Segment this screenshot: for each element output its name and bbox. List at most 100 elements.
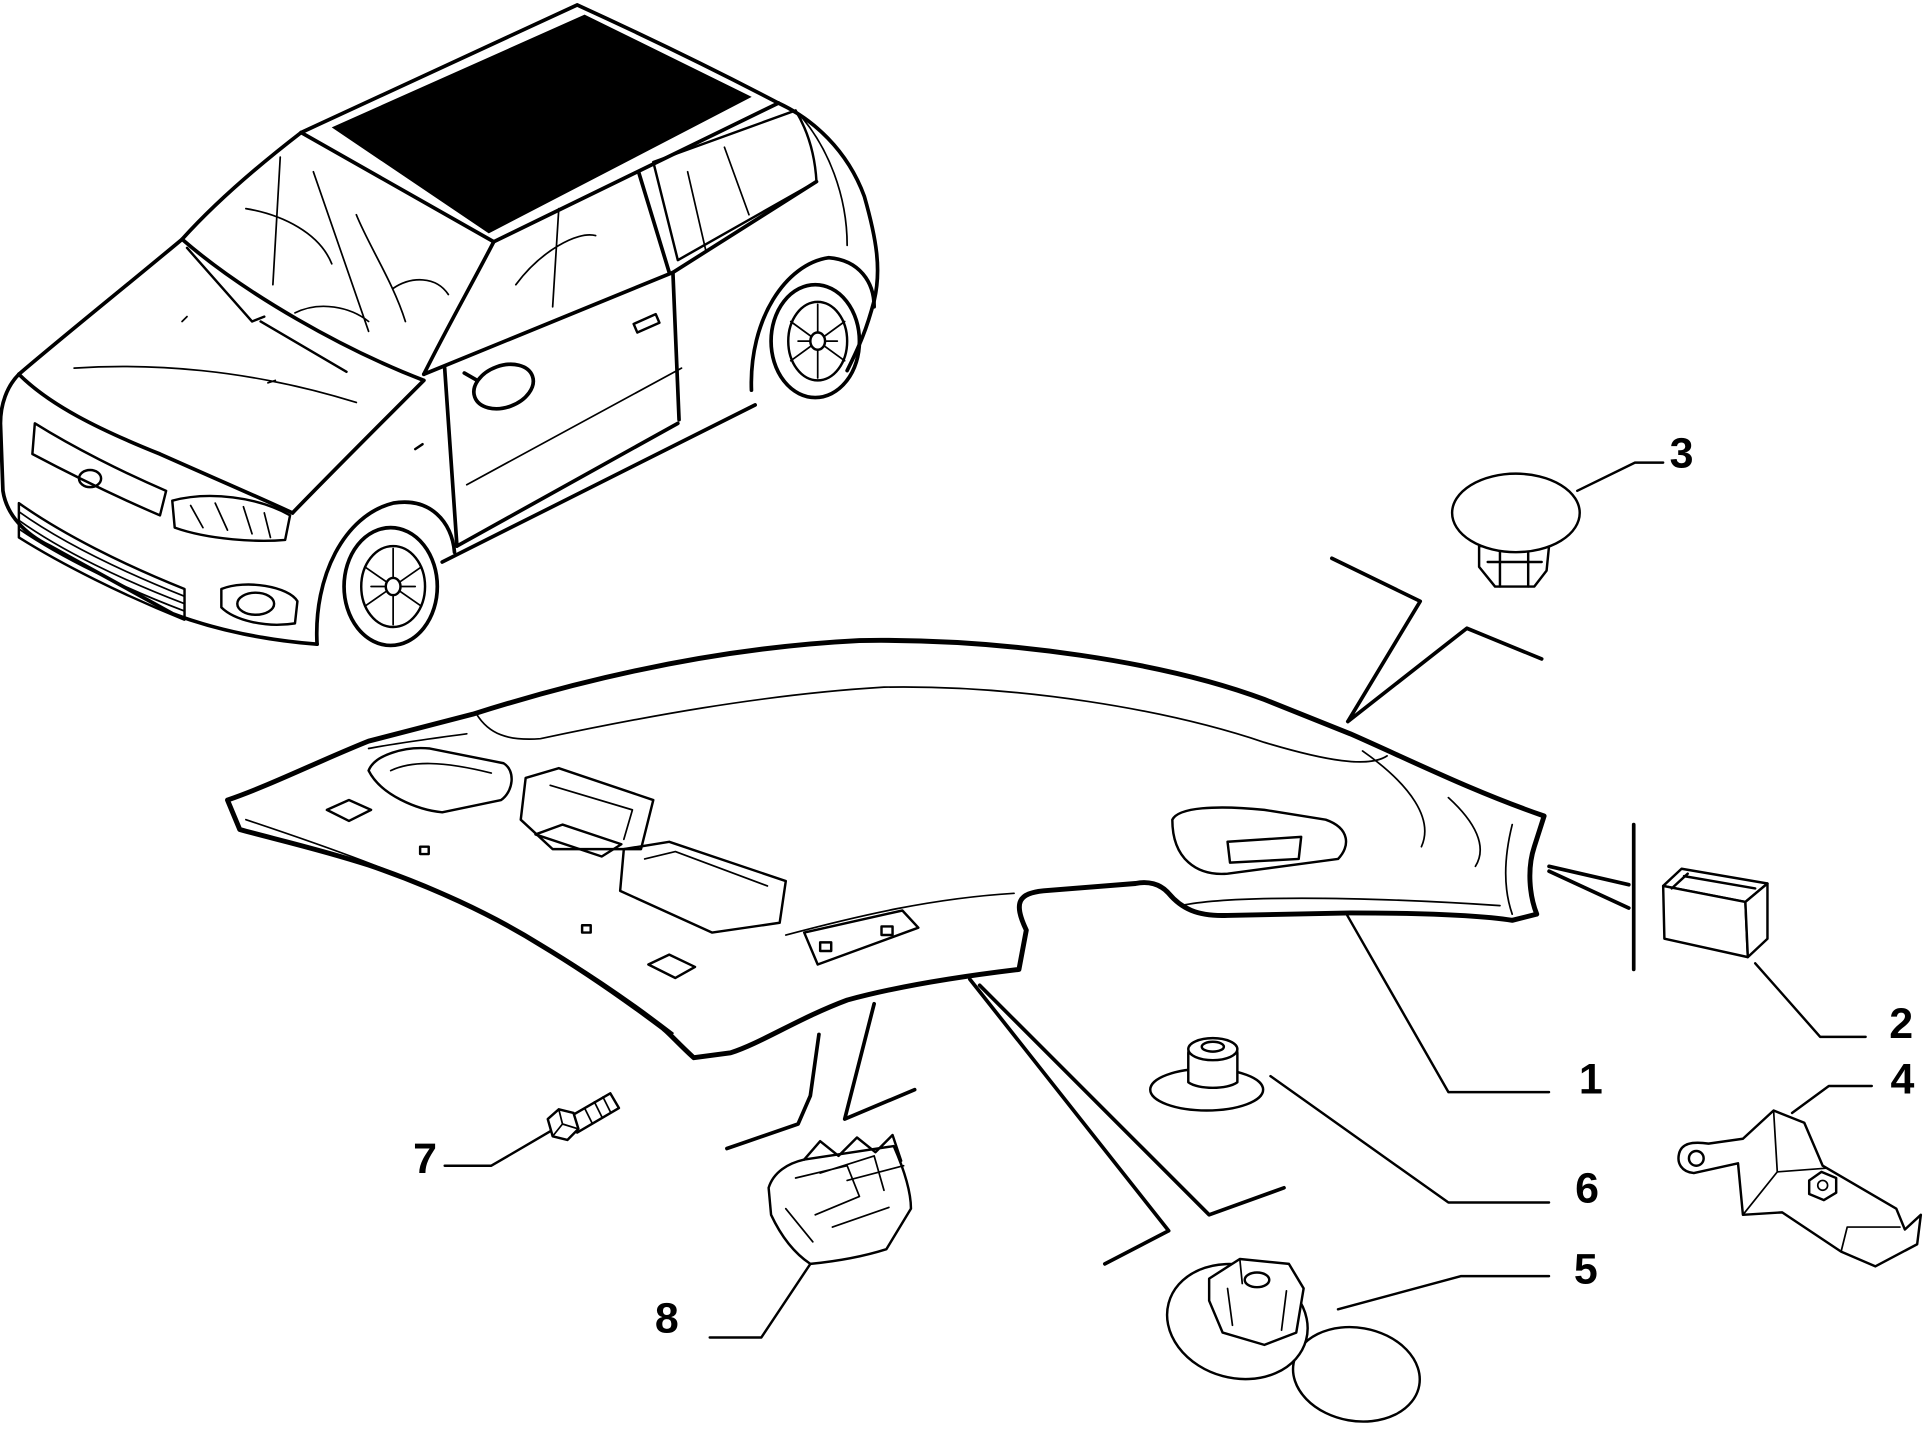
- clip-3-cap: [1450, 472, 1581, 554]
- a-pillar-near: [421, 239, 496, 377]
- bracket-4-nut: [1807, 1170, 1838, 1202]
- hood-detail: [181, 315, 277, 384]
- leader-line-4: [1790, 1084, 1873, 1115]
- sunroof-glass: [331, 14, 752, 234]
- door-mirror: [472, 362, 536, 411]
- headliner-flange-left: [245, 818, 674, 1035]
- interior-lines: [245, 146, 750, 333]
- door-handle: [632, 312, 661, 334]
- fixing-hole: [418, 845, 430, 856]
- lower-air-intake: [17, 501, 186, 621]
- alignment-lines: [725, 556, 1636, 1266]
- headlight-detail: [189, 502, 272, 539]
- sunvisor-recess-left-inner: [389, 762, 493, 774]
- windshield-header: [299, 130, 496, 244]
- door-character-line: [465, 367, 683, 486]
- leader-line-8: [708, 1262, 812, 1339]
- headlight: [171, 494, 292, 542]
- fog-light-housing: [220, 583, 299, 626]
- leader-line-6: [1269, 1074, 1551, 1204]
- bracket-4-fold-lines: [1742, 1109, 1901, 1253]
- grommet-6-top: [1187, 1036, 1239, 1062]
- callout-label-4: 4: [1890, 1055, 1914, 1103]
- bolt-part-7: [546, 1092, 621, 1142]
- body-sill-line: [440, 403, 757, 564]
- clip-5-boss-detail: [1226, 1258, 1288, 1332]
- grommet-6-hole: [1200, 1040, 1226, 1053]
- bracket-4-nut-hole: [1816, 1179, 1829, 1192]
- alignment-line-part-8: [725, 1001, 917, 1151]
- clip-part-8: [767, 1133, 913, 1266]
- brand-logo: [77, 468, 103, 489]
- front-bumper: [0, 372, 319, 647]
- dome-light-opening: [534, 823, 623, 858]
- sunvisor-recess-right: [618, 840, 788, 934]
- wiper-left: [185, 246, 266, 323]
- front-wheel-rim: [360, 544, 427, 629]
- fender-line: [290, 378, 426, 515]
- front-grille: [31, 422, 168, 517]
- grommet-part-6: [1149, 1036, 1265, 1112]
- clip-8-ridges: [784, 1155, 905, 1243]
- fixing-hole: [880, 925, 894, 937]
- side-indicator: [413, 442, 424, 451]
- clip-3-leg-lines: [1486, 550, 1543, 588]
- cowl-line: [180, 237, 426, 383]
- alignment-line-parts-5-6: [968, 977, 1286, 1266]
- rear-body-outline: [776, 101, 880, 373]
- front-door-bottom: [455, 421, 680, 548]
- callout-label-6: 6: [1575, 1165, 1599, 1213]
- front-door-front-edge: [442, 366, 459, 548]
- headliner-part-1: [225, 637, 1547, 1061]
- sunvisor-recess-left: [367, 746, 513, 814]
- console-recess: [519, 766, 655, 851]
- leader-line-5: [1336, 1274, 1551, 1311]
- clip-part-5: [1165, 1257, 1421, 1423]
- fixing-hole: [818, 941, 833, 953]
- bracket-part-4: [1677, 1109, 1923, 1268]
- headliner-flange-right: [1180, 750, 1514, 916]
- rear-recess-opening: [1226, 835, 1303, 864]
- clip-8-teeth: [802, 1133, 903, 1163]
- sunvisor-recess-right-inner: [643, 850, 769, 887]
- callout-label-2: 2: [1889, 1000, 1913, 1048]
- hood-crease: [73, 365, 358, 404]
- callout-label-7: 7: [413, 1135, 437, 1183]
- rear-wheel-tyre: [769, 282, 862, 400]
- rear-wheel-rim: [787, 300, 849, 382]
- wiper-right: [259, 320, 348, 374]
- hood-front-edge: [17, 372, 295, 515]
- rear-wheel-hub: [809, 331, 827, 351]
- callout-labels: 1 2 3 4 5 6 7 8: [413, 430, 1914, 1343]
- headliner-outline: [225, 637, 1547, 1061]
- alignment-line-part-2: [1547, 822, 1636, 972]
- rear-hatch-line: [797, 112, 849, 247]
- callout-label-5: 5: [1574, 1246, 1598, 1294]
- bracket-4-body: [1677, 1109, 1923, 1268]
- headliner-inner-field: [475, 686, 1388, 763]
- grab-handle-seat-center: [647, 953, 697, 980]
- roof-side-rail: [491, 101, 781, 244]
- front-door-rear-edge: [671, 270, 681, 422]
- intake-slats: [18, 510, 186, 612]
- clip-2-side: [1744, 882, 1769, 959]
- clip-part-2: [1661, 867, 1769, 959]
- rear-recess: [1171, 806, 1348, 876]
- hood-edge-left: [17, 237, 184, 377]
- bracket-4-hole: [1687, 1149, 1705, 1167]
- car-illustration: [0, 3, 880, 648]
- clip-5-hole: [1243, 1271, 1271, 1289]
- front-wheel-arch: [314, 500, 457, 647]
- leader-lines: [443, 461, 1873, 1339]
- rear-wheel-arch: [749, 255, 876, 393]
- clip-5-disc-rear: [1291, 1325, 1421, 1423]
- front-wheel-tyre: [342, 525, 440, 648]
- fog-light: [236, 591, 276, 616]
- b-pillar: [636, 169, 672, 275]
- callout-label-1: 1: [1579, 1055, 1603, 1103]
- console-recess-inner: [549, 784, 634, 841]
- fixing-hole: [580, 923, 592, 934]
- clip-part-3: [1450, 472, 1581, 588]
- grab-handle-seat-left: [325, 798, 373, 823]
- a-pillar-far: [180, 130, 303, 242]
